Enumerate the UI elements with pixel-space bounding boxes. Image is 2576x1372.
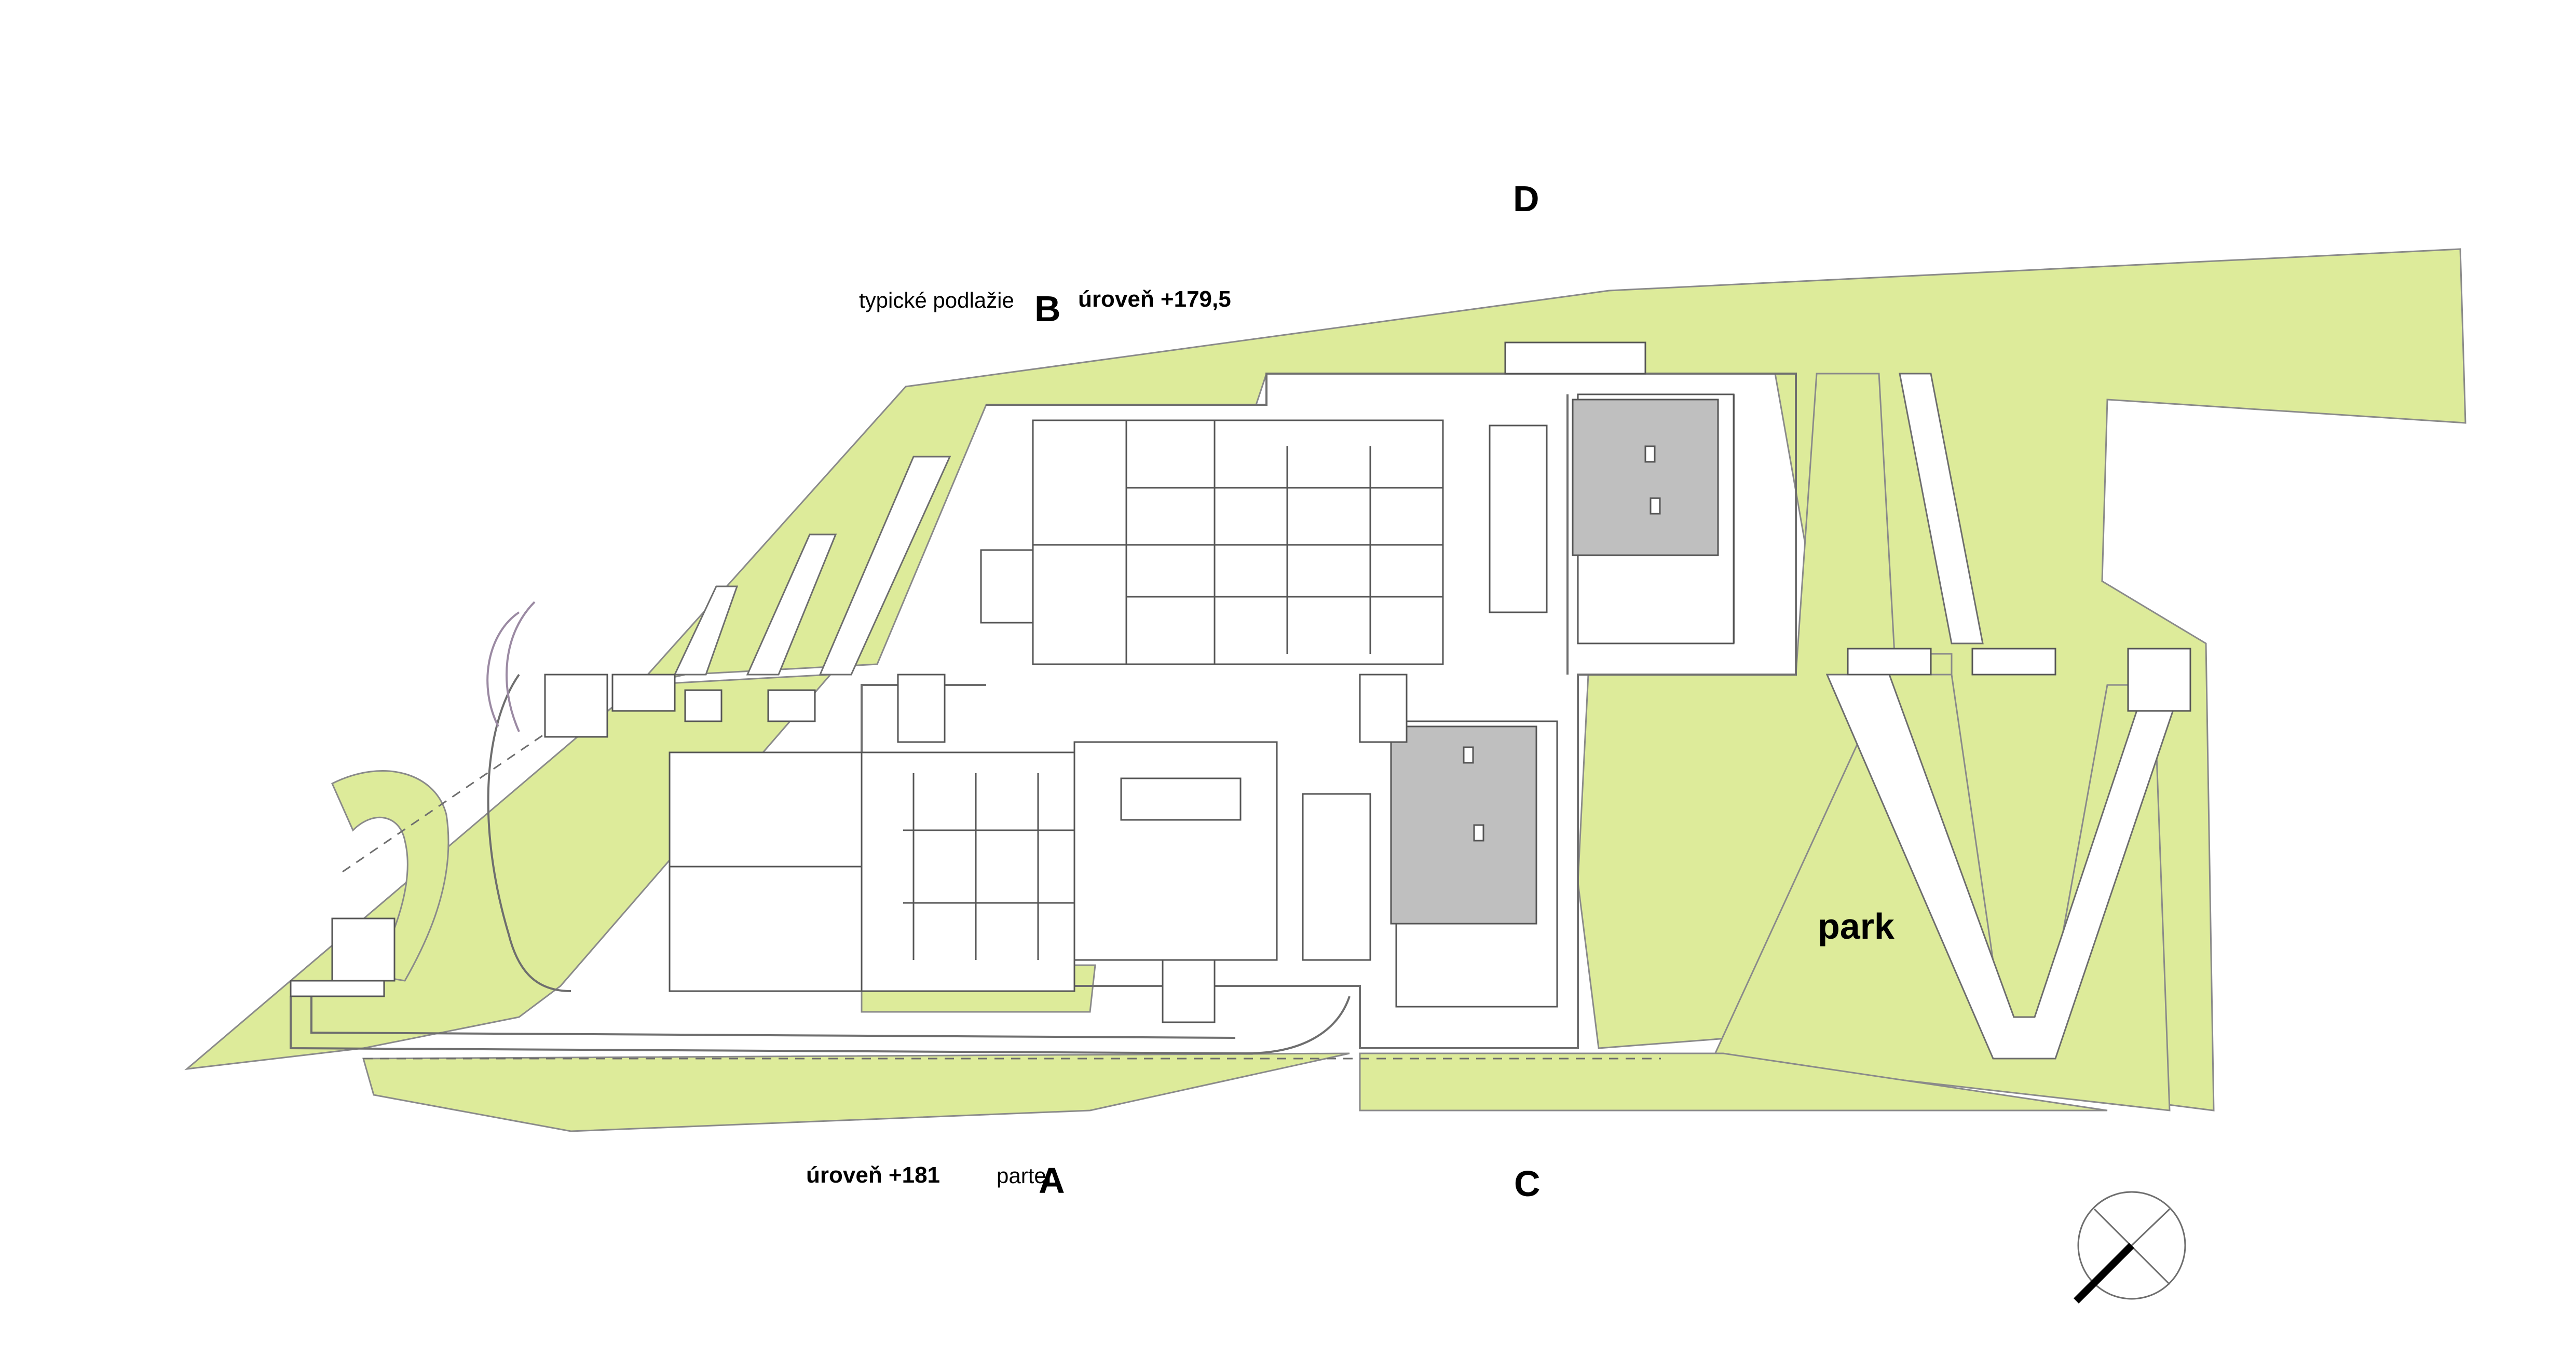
- label-c: C: [1514, 1163, 1541, 1204]
- pool-central: [1302, 793, 1371, 961]
- label-a-level: úroveň +181: [806, 1162, 941, 1188]
- label-park: park: [1818, 906, 1894, 946]
- stair-11: [2127, 648, 2191, 712]
- site-dashed: [342, 715, 1661, 1060]
- label-a-note: parter: [997, 1163, 1054, 1188]
- green-south-strip: [362, 1052, 1350, 1132]
- villa-c-skylight: [1463, 746, 1474, 764]
- arc-west-2: [506, 601, 536, 732]
- stair-4: [767, 689, 816, 722]
- green-west-hook: [331, 770, 449, 982]
- stair-6: [1359, 674, 1408, 743]
- building-b: [980, 419, 1444, 665]
- west-ramp: [290, 980, 385, 997]
- road-south-inner: [310, 996, 1236, 1039]
- road-south: [290, 996, 1351, 1055]
- building-b-balcony: [980, 549, 1034, 624]
- site-lines: [290, 373, 1797, 1060]
- west-structure: [290, 917, 396, 997]
- stair-2: [611, 674, 676, 712]
- label-b-note: typické podlažie: [859, 288, 1014, 312]
- stair-7: [1162, 959, 1216, 1023]
- stair-3: [684, 689, 723, 722]
- label-a: A: [1039, 1160, 1065, 1201]
- label-b: B: [1034, 289, 1061, 329]
- villa-roofs: [1390, 393, 1735, 1008]
- green-south-east: [1359, 1052, 2108, 1112]
- villa-d-skylight: [1644, 445, 1656, 463]
- west-kiosk: [331, 917, 396, 982]
- building-a-ext: [1073, 741, 1278, 961]
- pool-north: [1489, 424, 1548, 613]
- stair-9: [1847, 648, 1932, 676]
- north-arrow-needle: [2074, 1243, 2134, 1304]
- walkway-north-diag: [1899, 373, 1984, 644]
- walkway-n1: [673, 585, 739, 676]
- villa-d-skylight-2: [1650, 497, 1661, 515]
- building-b-outline: [1032, 419, 1444, 665]
- building-a: [669, 741, 1278, 992]
- stairs: [544, 341, 2191, 1023]
- stair-1: [544, 674, 608, 738]
- road-curve-west: [487, 674, 571, 992]
- villa-c-skylight-2: [1473, 824, 1484, 842]
- pool-a: [1120, 777, 1242, 821]
- walkway-n3: [819, 456, 951, 676]
- stair-8: [1504, 341, 1646, 375]
- north-arrow-icon: [2074, 1191, 2186, 1304]
- pools: [1302, 424, 1548, 961]
- stair-10: [1971, 648, 2056, 676]
- label-b-level: úroveň +179,5: [1078, 286, 1231, 312]
- label-d: D: [1513, 179, 1539, 219]
- villa-d-roof: [1572, 399, 1719, 556]
- stair-5: [897, 674, 946, 743]
- arc-west-1: [486, 611, 520, 727]
- building-a-outline: [669, 751, 1075, 992]
- green-areas: [184, 248, 2466, 1132]
- walkway-n2: [746, 533, 837, 676]
- north-arrow-diag-b: [2131, 1208, 2171, 1246]
